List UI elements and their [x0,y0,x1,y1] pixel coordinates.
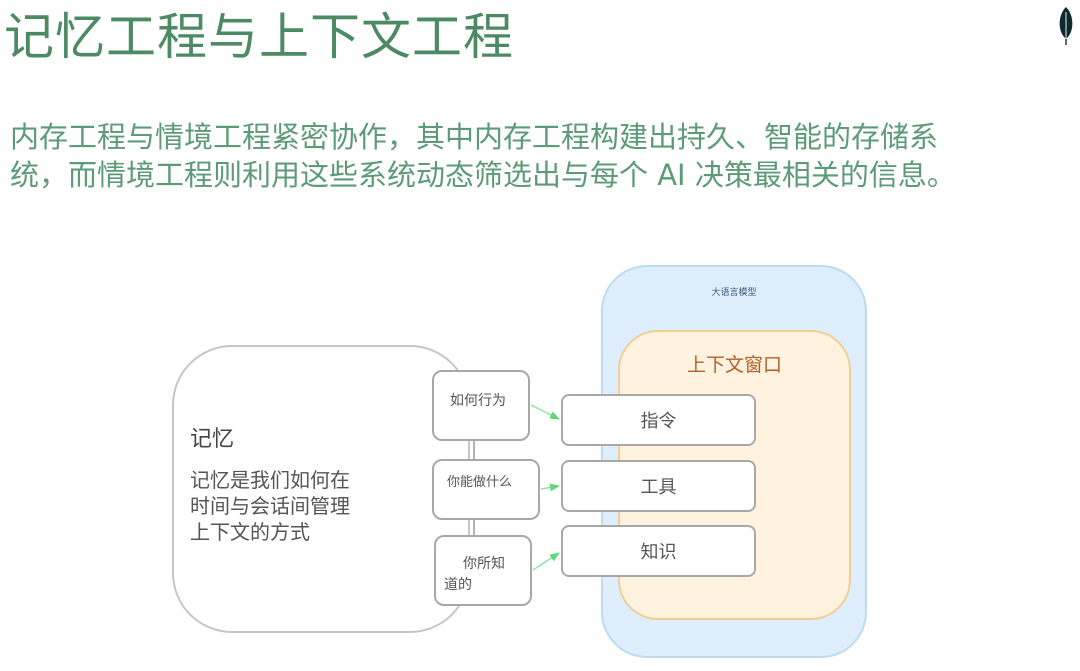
context-item-instructions: 指令 [561,394,756,446]
memory-desc-line: 上下文的方式 [190,520,310,544]
aspect-label: 道的 [444,577,472,593]
aspect-label: 你能做什么 [447,475,513,490]
page-title: 记忆工程与上下文工程 [4,8,514,66]
arrow-icon [540,483,560,492]
intro-paragraph: 内存工程与情境工程紧密协作，其中内存工程构建出持久、智能的存储系 统，而情境工程… [10,118,1070,194]
llm-label: 大语言模型 [711,288,757,298]
context-item-label: 指令 [640,411,677,432]
context-item-label: 知识 [640,542,677,563]
memory-desc-line: 记忆是我们如何在 [190,468,350,492]
intro-line-1: 内存工程与情境工程紧密协作，其中内存工程构建出持久、智能的存储系 [10,120,939,154]
aspect-label: 如何行为 [450,393,506,409]
arrow-icon [532,552,560,571]
aspect-how-to-behave: 如何行为 [432,370,530,441]
aspect-what-you-know: 你所知 道的 [434,535,532,606]
context-item-tools: 工具 [561,460,756,512]
memory-description: 记忆是我们如何在 时间与会话间管理 上下文的方式 [190,467,350,545]
connector-line [473,440,475,460]
context-item-knowledge: 知识 [561,525,756,577]
context-item-label: 工具 [640,477,677,498]
context-window-label: 上下文窗口 [686,354,782,376]
aspect-label: 你所知 [463,556,505,572]
memory-desc-line: 时间与会话间管理 [190,494,350,518]
connector-line [473,520,475,536]
memory-box: 记忆 记忆是我们如何在 时间与会话间管理 上下文的方式 [172,345,470,633]
arrow-icon [530,404,560,420]
memory-title: 记忆 [190,427,235,452]
leaf-icon [1059,7,1073,45]
intro-line-2: 统，而情境工程则利用这些系统动态筛选出与每个 AI 决策最相关的信息。 [10,158,956,192]
aspect-what-you-can-do: 你能做什么 [432,459,540,520]
